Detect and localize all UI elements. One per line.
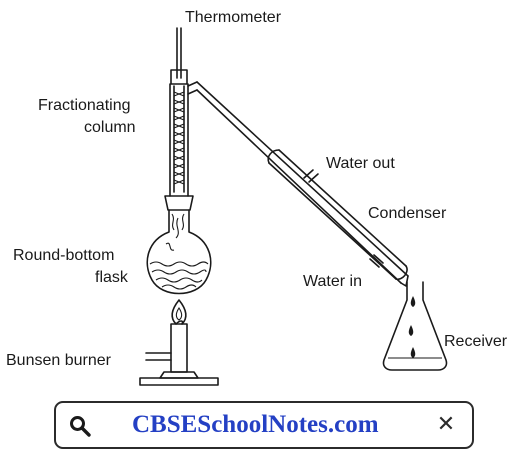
label-fractionating-column-1: Fractionating (38, 97, 131, 114)
fractionating-column (169, 81, 198, 197)
label-round-bottom-flask-2: flask (95, 269, 129, 286)
bunsen-burner (139, 323, 219, 386)
label-water-in: Water in (303, 273, 362, 290)
label-fractionating-column-2: column (84, 119, 136, 136)
thermometer (170, 27, 188, 85)
label-bunsen-burner: Bunsen burner (6, 352, 112, 369)
search-query-text[interactable]: CBSESchoolNotes.com (132, 411, 379, 438)
receiver-flask (382, 281, 448, 371)
close-icon[interactable]: ✕ (436, 412, 456, 437)
label-water-out: Water out (326, 155, 395, 172)
label-condenser: Condenser (368, 205, 447, 222)
label-thermometer: Thermometer (185, 9, 282, 26)
flame (171, 299, 187, 325)
label-round-bottom-flask-1: Round-bottom (13, 247, 114, 264)
search-icon[interactable] (68, 414, 92, 438)
search-bar[interactable]: CBSESchoolNotes.com ✕ (54, 401, 474, 449)
label-receiver: Receiver (444, 333, 508, 350)
round-bottom-flask (146, 209, 212, 295)
condenser (196, 81, 409, 287)
fractional-distillation-diagram: Thermometer Fractionating column Water o… (6, 9, 508, 386)
cork (164, 195, 194, 211)
